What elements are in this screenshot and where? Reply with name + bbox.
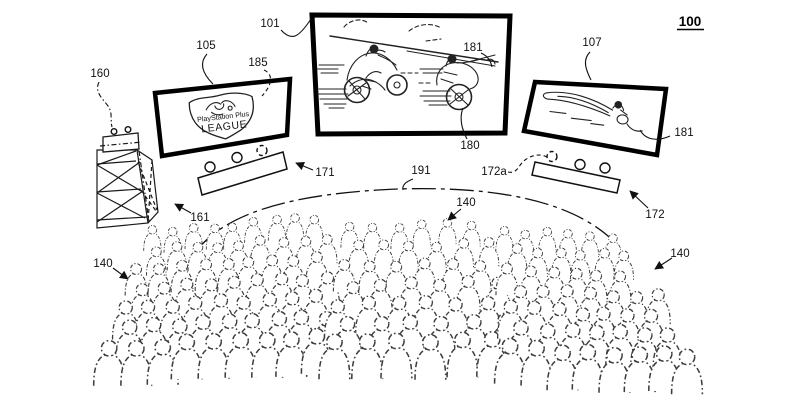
leader-101 bbox=[280, 18, 312, 38]
main-screen-race-sketch bbox=[316, 19, 499, 111]
reference-labels: 100 101 105 185 107 181 180 181 160 161 … bbox=[90, 14, 704, 270]
leader-191 bbox=[402, 178, 414, 191]
main-screen bbox=[309, 12, 513, 137]
label-tower: 160 bbox=[90, 68, 109, 80]
arrow-140-left bbox=[112, 267, 129, 280]
audience-crowd bbox=[92, 213, 704, 396]
side-screen-vehicle-sketch bbox=[542, 91, 643, 132]
arrow-140-right bbox=[654, 257, 673, 270]
audience-member bbox=[538, 226, 557, 254]
audience-member bbox=[285, 213, 305, 240]
sensor-camera bbox=[231, 151, 243, 164]
arrow-161 bbox=[174, 203, 192, 214]
arrow-140-middle bbox=[447, 208, 462, 221]
label-side-screen: 107 bbox=[582, 37, 601, 49]
arrow-172 bbox=[629, 190, 649, 209]
sensor-camera bbox=[574, 158, 586, 171]
label-vehicle-side: 181 bbox=[674, 127, 693, 139]
label-highlight: 180 bbox=[460, 140, 479, 152]
sensor-bar-left bbox=[197, 144, 288, 196]
tower-camera-box bbox=[102, 132, 140, 153]
figure-number: 100 bbox=[679, 14, 702, 29]
label-sensor-left: 171 bbox=[315, 167, 334, 179]
leader-181-main bbox=[480, 52, 493, 68]
league-screen: PlayStation Plus LEAGUE bbox=[152, 76, 293, 159]
sensor-camera-device bbox=[546, 150, 558, 163]
tower-camera-lens bbox=[124, 125, 132, 133]
stage-boundary-line bbox=[197, 187, 623, 251]
audience-member bbox=[267, 214, 287, 242]
label-sensor-right: 172 bbox=[645, 209, 664, 221]
rider-helmet bbox=[369, 44, 379, 54]
audience-middle-block bbox=[318, 218, 521, 381]
label-audience-left: 140 bbox=[93, 258, 112, 270]
sensor-bar-right bbox=[531, 150, 621, 194]
label-league-logo: 185 bbox=[248, 57, 267, 69]
leader-160 bbox=[97, 81, 113, 128]
label-audience-right: 140 bbox=[670, 248, 689, 260]
label-main-screen: 101 bbox=[260, 18, 279, 30]
audience-member bbox=[363, 222, 382, 250]
side-screen bbox=[521, 79, 669, 158]
audience-member bbox=[412, 219, 431, 246]
audience-member bbox=[495, 226, 514, 253]
arrow-171 bbox=[295, 161, 314, 171]
leader-185 bbox=[261, 69, 272, 97]
leader-180 bbox=[460, 107, 468, 140]
league-logo-sketch bbox=[205, 100, 236, 116]
label-tower-pointer: 161 bbox=[190, 212, 209, 224]
leader-107 bbox=[584, 51, 592, 81]
sensor-camera bbox=[256, 144, 268, 157]
tower-camera-lens bbox=[110, 127, 118, 135]
label-sensor-device: 172a bbox=[481, 166, 507, 178]
league-crest bbox=[188, 92, 255, 140]
leader-lines bbox=[97, 18, 673, 280]
leader-172a bbox=[507, 154, 548, 173]
audience-left-block bbox=[92, 213, 342, 387]
sensor-camera bbox=[599, 162, 611, 174]
league-logo-line2: LEAGUE bbox=[201, 118, 248, 135]
label-stage-boundary: 191 bbox=[411, 165, 430, 177]
camera-tower bbox=[96, 125, 159, 229]
label-audience-middle: 140 bbox=[456, 197, 475, 209]
label-league-screen: 105 bbox=[196, 40, 215, 52]
leader-105 bbox=[202, 53, 214, 85]
sensor-camera bbox=[204, 161, 216, 173]
label-vehicle-main: 181 bbox=[463, 42, 482, 54]
leader-181-side bbox=[639, 129, 671, 140]
audience-member bbox=[438, 218, 457, 245]
